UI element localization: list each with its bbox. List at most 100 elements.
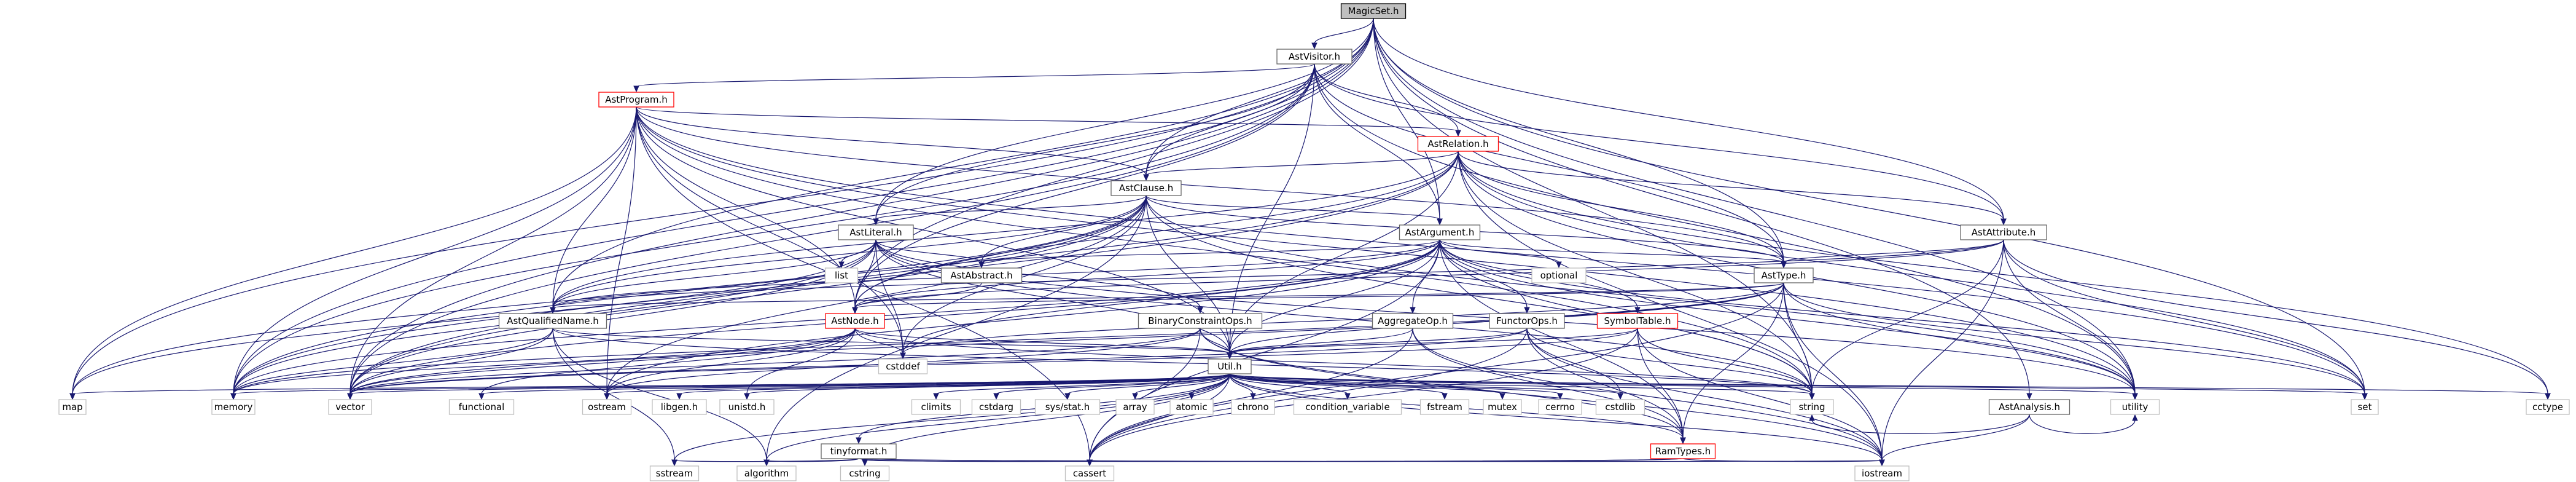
node-astvisitor-h[interactable]: AstVisitor.h [1276, 49, 1352, 65]
node-label: array [1123, 401, 1147, 413]
include-edge-util-h-to-climits [933, 373, 1230, 400]
include-edge-util-h-to-utility [1229, 373, 2138, 400]
node-label: functional [459, 401, 505, 413]
node-box [878, 358, 928, 374]
node-box [2526, 399, 2570, 415]
node-box [1419, 399, 1470, 415]
node-label: utility [2122, 401, 2149, 413]
include-edge-util-h-to-sstream [671, 373, 1230, 467]
node-label: SymbolTable.h [1604, 315, 1671, 326]
node-box [211, 399, 256, 415]
node-iostream: iostream [1854, 465, 1910, 481]
include-edge-util-h-to-mutex [1229, 373, 1505, 400]
node-symboltable-h[interactable]: SymbolTable.h [1596, 313, 1679, 329]
node-cassert: cassert [1064, 465, 1115, 481]
node-functional: functional [448, 399, 515, 415]
node-box [1531, 267, 1587, 283]
include-edge-tinyformat-h-to-algorithm [763, 458, 859, 467]
node-box [448, 399, 515, 415]
node-functorops-h[interactable]: FunctorOps.h [1489, 313, 1565, 329]
node-aggregateop-h[interactable]: AggregateOp.h [1372, 313, 1454, 329]
node-astprogram-h[interactable]: AstProgram.h [598, 92, 674, 108]
node-box [1960, 224, 2047, 240]
node-box [1340, 3, 1407, 19]
include-edge-astrelation-h-to-astclause-h [1143, 151, 1459, 181]
node-asttype-h[interactable]: AstType.h [1754, 267, 1814, 283]
node-box [1169, 399, 1214, 415]
include-edge-util-h-to-fstream [1229, 373, 1448, 400]
node-box [652, 399, 707, 415]
node-box [1034, 399, 1101, 415]
node-box [1417, 136, 1499, 152]
node-label: FunctorOps.h [1496, 315, 1558, 326]
include-edge-astliteral-h-to-vector [347, 239, 876, 400]
include-edge-util-h-to-cstdarg [993, 373, 1230, 400]
include-edge-util-h-to-vector [347, 373, 1230, 400]
include-edge-astvisitor-h-to-astprogram-h [633, 63, 1315, 93]
node-box [598, 92, 674, 108]
node-astanalysis-h[interactable]: AstAnalysis.h [1988, 399, 2071, 415]
node-box [911, 399, 961, 415]
node-cstdlib: cstdlib [1595, 399, 1645, 415]
node-astabstract-h[interactable]: AstAbstract.h [940, 267, 1023, 283]
include-edge-astrelation-h-to-cctype [1458, 151, 2551, 400]
node-label: cerrno [1545, 401, 1575, 413]
include-edge-astprogram-h-to-vector [347, 106, 637, 400]
include-edge-astrelation-h-to-astqualifiedname-h [550, 151, 1459, 314]
include-edge-functorops-h-to-util-h [1227, 328, 1528, 360]
node-box [1399, 224, 1481, 240]
node-cerrno: cerrno [1538, 399, 1582, 415]
node-label: AstQualifiedName.h [507, 315, 599, 326]
node-util-h[interactable]: Util.h [1208, 358, 1252, 374]
include-edge-magicset-h-to-set [1373, 18, 2368, 400]
node-label: cctype [2532, 401, 2563, 413]
node-mutex: mutex [1483, 399, 1522, 415]
node-astrelation-h[interactable]: AstRelation.h [1417, 136, 1499, 152]
node-astclause-h[interactable]: AstClause.h [1110, 180, 1182, 196]
include-edge-astanalysis-h-to-utility [2029, 414, 2138, 434]
node-chrono: chrono [1231, 399, 1275, 415]
include-edge-ramtypes-h-to-iostream [1682, 458, 1885, 467]
include-edge-astclause-h-to-astliteral-h [873, 195, 1147, 226]
node-label: cassert [1073, 468, 1106, 479]
node-label: tinyformat.h [830, 446, 888, 457]
include-edge-magicset-h-to-astattribute-h [1373, 18, 2007, 226]
node-label: AggregateOp.h [1378, 315, 1448, 326]
include-edge-astanalysis-h-to-iostream [1879, 414, 2030, 467]
node-astattribute-h[interactable]: AstAttribute.h [1960, 224, 2047, 240]
node-label: optional [1540, 270, 1578, 281]
node-ramtypes-h[interactable]: RamTypes.h [1650, 443, 1716, 459]
include-edge-ramtypes-h-to-cassert [1087, 458, 1684, 467]
node-magicset-h[interactable]: MagicSet.h [1340, 3, 1407, 19]
node-box [825, 313, 885, 329]
include-edge-util-h-to-condition-variable [1229, 373, 1351, 400]
node-label: libgen.h [661, 401, 698, 413]
node-binaryconstraintops-h[interactable]: BinaryConstraintOps.h [1138, 313, 1263, 329]
node-astliteral-h[interactable]: AstLiteral.h [838, 224, 914, 240]
node-label: MagicSet.h [1348, 6, 1399, 17]
node-label: AstClause.h [1119, 183, 1174, 194]
node-astqualifiedname-h[interactable]: AstQualifiedName.h [498, 313, 607, 329]
node-label: list [835, 270, 848, 281]
node-astnode-h[interactable]: AstNode.h [825, 313, 885, 329]
node-tinyformat-h[interactable]: tinyformat.h [821, 443, 897, 459]
node-sys-stat-h: sys/stat.h [1034, 399, 1101, 415]
include-edge-aggregateop-h-to-iostream [1412, 328, 1885, 467]
node-box [498, 313, 607, 329]
node-label: cstring [849, 468, 880, 479]
node-box [840, 465, 890, 481]
node-box [824, 267, 859, 283]
node-label: unistd.h [728, 401, 766, 413]
node-label: memory [214, 401, 253, 413]
node-box [1489, 313, 1565, 329]
node-label: AstProgram.h [605, 94, 668, 105]
node-box [1115, 399, 1155, 415]
node-box [1064, 465, 1115, 481]
node-label: mutex [1488, 401, 1517, 413]
node-label: atomic [1176, 401, 1207, 413]
include-edge-astliteral-h-to-binaryconstraintops-h [875, 239, 1203, 314]
node-label: AstAbstract.h [950, 270, 1012, 281]
node-astargument-h[interactable]: AstArgument.h [1399, 224, 1481, 240]
node-label: AstAnalysis.h [1999, 401, 2060, 413]
include-edge-asttype-h-to-string [1783, 282, 1815, 400]
